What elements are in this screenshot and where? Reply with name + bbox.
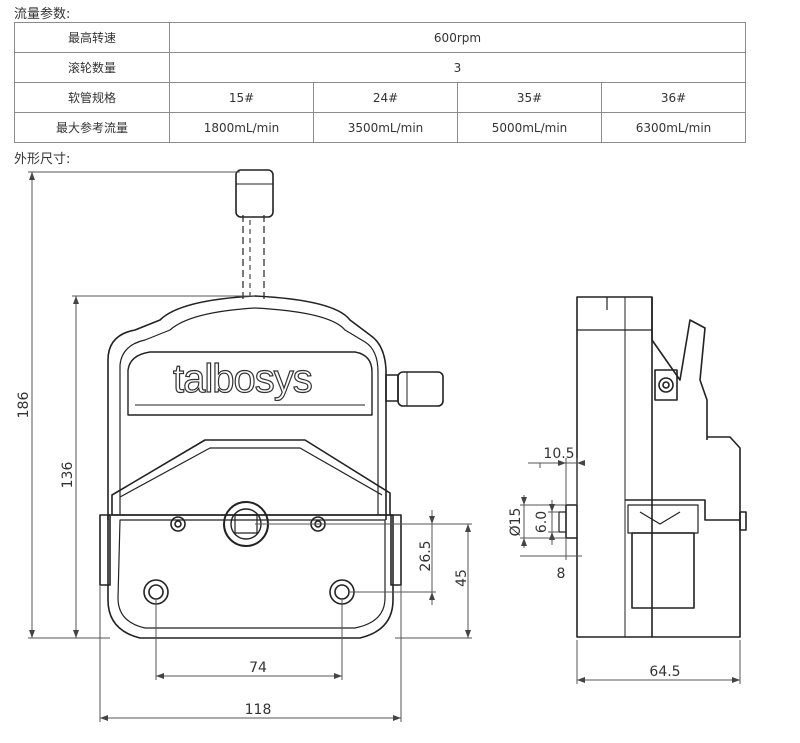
- pump-dimension-drawing: talbosys 186 136 26.5 45 74 118 10.5 Ø15…: [16, 169, 747, 722]
- dim-body-height: 136: [60, 462, 76, 489]
- max-flow-value: 5000mL/min: [457, 112, 602, 143]
- dim-mount-vertical-spacing: 26.5: [418, 540, 434, 571]
- table-row: 软管规格 15# 24# 35# 36#: [14, 82, 746, 113]
- dim-overall-height: 186: [16, 392, 32, 419]
- dim-overall-width: 118: [245, 702, 272, 718]
- table-row: 最高转速 600rpm: [14, 22, 746, 53]
- dim-mount-bottom-height: 45: [454, 569, 470, 587]
- table-row: 滚轮数量 3: [14, 52, 746, 83]
- tube-size-value: 24#: [313, 82, 458, 113]
- tube-size-value: 36#: [601, 82, 746, 113]
- logo-text: talbosys: [173, 357, 312, 401]
- flow-parameters-heading: 流量参数:: [14, 7, 71, 22]
- dim-depth: 64.5: [649, 664, 680, 680]
- tube-size-value: 15#: [169, 82, 314, 113]
- tube-size-value: 35#: [457, 82, 602, 113]
- max-speed-value: 600rpm: [169, 22, 746, 53]
- roller-count-value: 3: [169, 52, 746, 83]
- flow-parameters-table: 最高转速 600rpm 滚轮数量 3 软管规格 15# 24# 35# 36# …: [14, 22, 746, 143]
- max-flow-value: 1800mL/min: [169, 112, 314, 143]
- max-flow-value: 6300mL/min: [601, 112, 746, 143]
- row-label-max-flow: 最大参考流量: [14, 112, 170, 143]
- max-flow-value: 3500mL/min: [313, 112, 458, 143]
- pump-front-view: [99, 169, 444, 639]
- row-label-roller-count: 滚轮数量: [14, 52, 170, 83]
- dim-shaft-diameter: Ø15: [508, 508, 524, 537]
- dim-shaft-length: 10.5: [543, 446, 574, 462]
- dim-mount-horizontal-spacing: 74: [249, 660, 267, 676]
- dim-flat-width: 6.0: [534, 511, 550, 533]
- row-label-max-speed: 最高转速: [14, 22, 170, 53]
- pump-side-view: [558, 296, 747, 638]
- dimensions-heading: 外形尺寸:: [14, 152, 71, 167]
- row-label-tube-size: 软管规格: [14, 82, 170, 113]
- table-row: 最大参考流量 1800mL/min 3500mL/min 5000mL/min …: [14, 112, 746, 143]
- dim-offset: 8: [557, 566, 566, 582]
